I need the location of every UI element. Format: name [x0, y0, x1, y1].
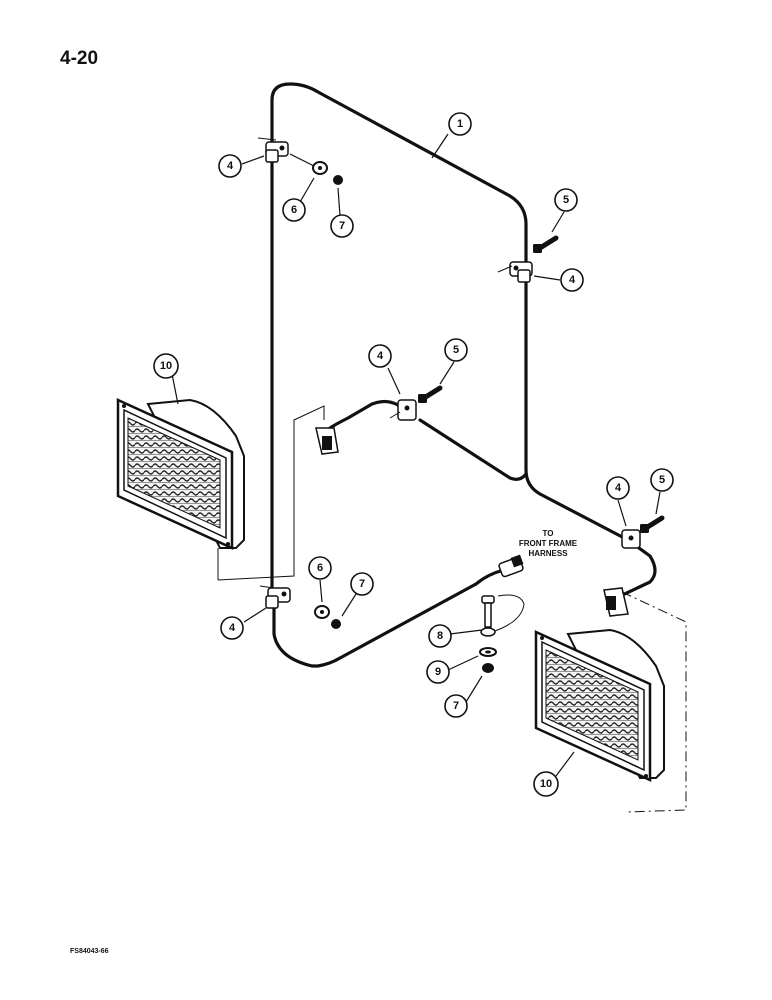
page-number: 4-20 — [60, 48, 99, 69]
callout-4-lower-left: 4 — [220, 616, 244, 640]
note-line-2: FRONT FRAME — [519, 539, 578, 548]
wire-clip-lower-left — [259, 585, 291, 609]
work-lamp-right — [534, 628, 665, 782]
wire-clip-right — [621, 529, 641, 549]
svg-text:1: 1 — [457, 118, 463, 130]
svg-text:4: 4 — [569, 274, 576, 286]
callout-1: 1 — [448, 112, 472, 136]
callout-9: 9 — [426, 660, 450, 684]
callout-10-left: 10 — [153, 353, 179, 379]
callout-8: 8 — [428, 624, 452, 648]
washer-lower — [314, 605, 330, 619]
svg-text:7: 7 — [453, 700, 459, 712]
svg-text:10: 10 — [540, 778, 552, 790]
svg-text:6: 6 — [317, 562, 323, 574]
callout-7-ground: 7 — [444, 694, 468, 718]
nut-lower — [331, 619, 341, 629]
callout-5-upper-right: 5 — [554, 188, 578, 212]
svg-text:5: 5 — [563, 194, 569, 206]
main-harness-wire — [270, 82, 657, 668]
svg-text:10: 10 — [160, 360, 172, 372]
callout-5-right: 5 — [650, 468, 674, 492]
bolt-upper-right — [533, 235, 559, 253]
bolt-right — [640, 515, 665, 533]
note-line-1: TO — [543, 529, 554, 538]
callout-4-upper-right: 4 — [560, 268, 584, 292]
svg-text:4: 4 — [377, 350, 384, 362]
svg-text:7: 7 — [339, 220, 345, 232]
assembly-lines — [217, 424, 687, 813]
callout-7-upper: 7 — [330, 214, 354, 238]
front-frame-connector — [498, 554, 524, 578]
callout-6-upper: 6 — [282, 198, 306, 222]
left-lamp-connector — [293, 405, 339, 455]
wire-clip-middle — [389, 399, 417, 421]
callout-7-lower: 7 — [350, 572, 374, 596]
svg-text:9: 9 — [435, 666, 441, 678]
nut-upper — [333, 175, 343, 185]
svg-text:6: 6 — [291, 204, 297, 216]
svg-text:8: 8 — [437, 630, 443, 642]
callout-5-middle: 5 — [444, 338, 468, 362]
front-frame-harness-note: TO FRONT FRAME HARNESS — [519, 529, 578, 558]
wire-clip-upper-right — [497, 261, 533, 283]
wire-clip-upper-left — [257, 137, 289, 163]
svg-text:4: 4 — [615, 482, 622, 494]
svg-text:5: 5 — [453, 344, 459, 356]
svg-text:7: 7 — [359, 578, 365, 590]
right-lamp-connector — [603, 587, 629, 617]
leader-lines — [171, 133, 661, 777]
svg-text:5: 5 — [659, 474, 665, 486]
callout-10-right: 10 — [533, 771, 559, 797]
ground-bolt — [480, 595, 496, 637]
callout-4-middle: 4 — [368, 344, 392, 368]
bolt-middle — [418, 385, 443, 403]
work-lamp-left — [116, 398, 245, 550]
callout-6-lower: 6 — [308, 556, 332, 580]
ground-nut — [482, 663, 494, 673]
figure-code: FS84043-66 — [70, 948, 109, 955]
svg-text:4: 4 — [227, 160, 234, 172]
note-line-3: HARNESS — [528, 549, 568, 558]
callout-4-upper-left: 4 — [218, 154, 242, 178]
ground-washer — [479, 647, 497, 657]
callout-4-right: 4 — [606, 476, 630, 500]
svg-text:4: 4 — [229, 622, 236, 634]
washer-upper — [312, 161, 328, 175]
